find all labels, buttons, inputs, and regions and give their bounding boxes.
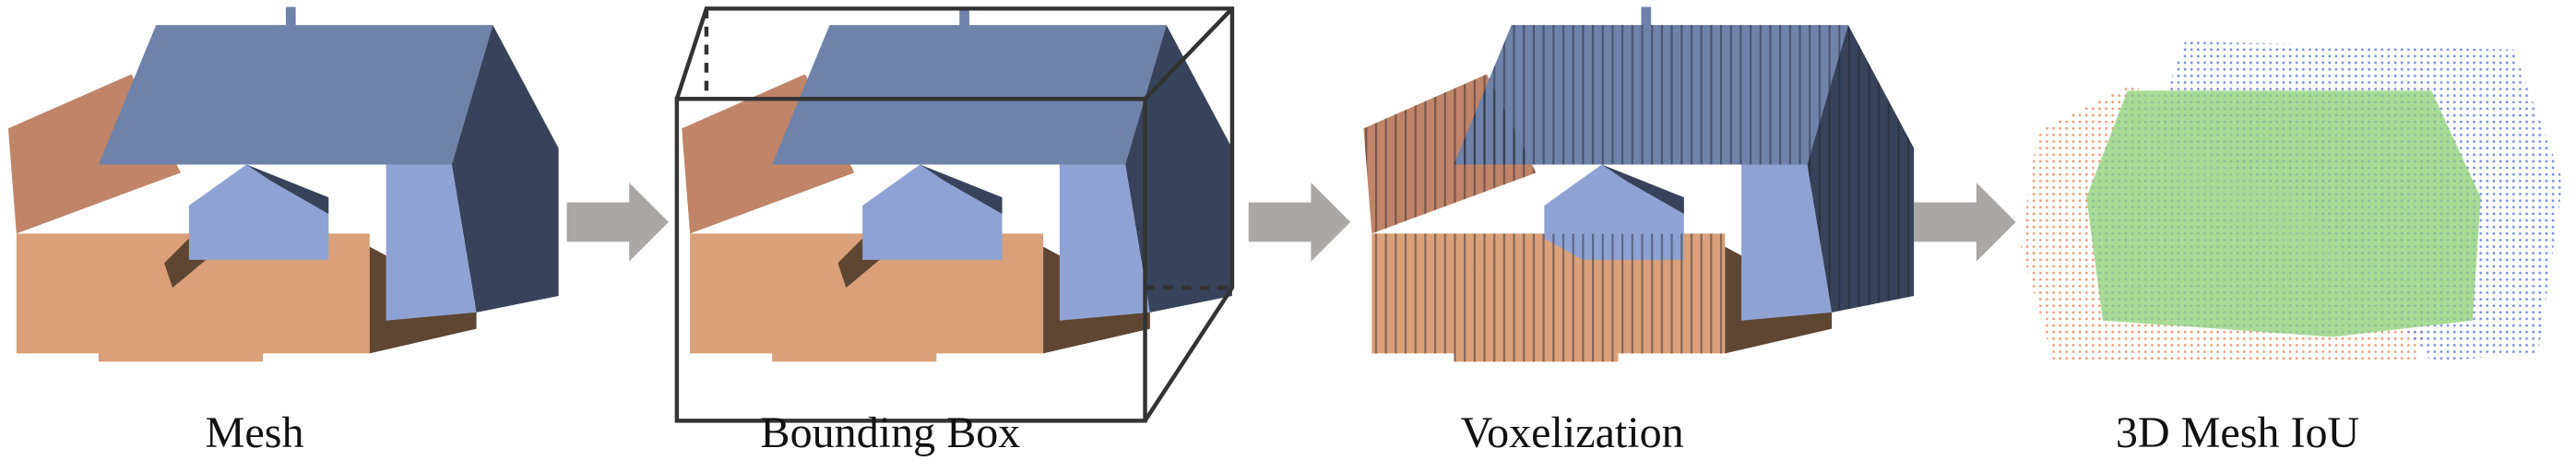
- arrow-icon: [566, 183, 669, 262]
- arrow-icon: [1914, 183, 2016, 262]
- stage-label-bounding-box: Bounding Box: [761, 408, 1021, 457]
- voxelized-house-figure: [1363, 6, 1915, 362]
- stage-label-voxelization: Voxelization: [1461, 408, 1684, 457]
- iou-pointcloud-figure: [2020, 41, 2563, 362]
- arrow-icon: [1248, 183, 1351, 262]
- mesh-house-figure: [7, 6, 559, 362]
- bounding-box-figure: [674, 6, 1235, 423]
- stage-label-mesh: Mesh: [206, 408, 304, 457]
- stage-label-iou: 3D Mesh IoU: [2116, 408, 2359, 457]
